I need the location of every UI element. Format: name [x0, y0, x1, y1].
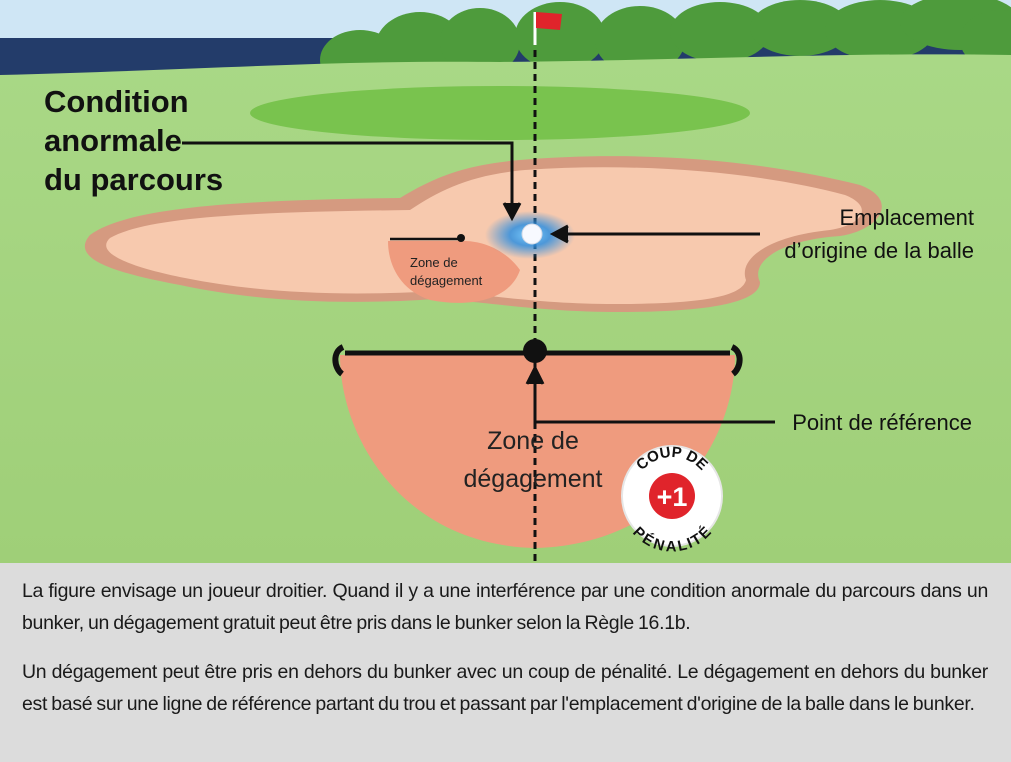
condition-label-1: Condition: [44, 84, 189, 119]
big-zone-label-1: Zone de: [487, 427, 579, 455]
condition-label-2: anormale: [44, 123, 182, 158]
big-zone-left-cap: [332, 344, 345, 377]
caption-paragraph-1: La figure envisage un joueur droitier. Q…: [22, 580, 988, 634]
small-relief-zone: [388, 240, 520, 303]
flag: [536, 12, 562, 30]
big-zone-label-2: dégagement: [463, 465, 602, 493]
penalty-badge: +1 COUP DE PÉNALITÉ: [621, 444, 723, 556]
small-zone-label-2: dégagement: [410, 273, 483, 288]
big-zone-right-cap: [730, 344, 743, 377]
trees: [320, 0, 1011, 90]
golf-ball: [521, 223, 543, 245]
bunker-sand: [106, 167, 862, 304]
condition-label-3: du parcours: [44, 162, 223, 197]
golf-scene: Zone de dégagement Condition anormale du…: [0, 0, 1011, 563]
reference-arrow: [525, 364, 775, 424]
penalty-value: +1: [657, 482, 688, 512]
origin-arrow: [549, 224, 760, 244]
small-zone-point: [457, 234, 465, 242]
origin-label-1: Emplacement: [839, 205, 974, 230]
caption-paragraph-2: Un dégagement peut être pris en dehors d…: [22, 661, 988, 715]
reference-point-label: Point de référence: [792, 410, 972, 435]
caption-panel: La figure envisage un joueur droitier. Q…: [0, 563, 1011, 762]
putting-green: [250, 86, 750, 140]
small-zone-label-1: Zone de: [410, 255, 458, 270]
condition-arrow: [182, 141, 522, 222]
penalty-badge-core: [649, 473, 695, 519]
origin-label-2: d’origine de la balle: [784, 238, 974, 263]
